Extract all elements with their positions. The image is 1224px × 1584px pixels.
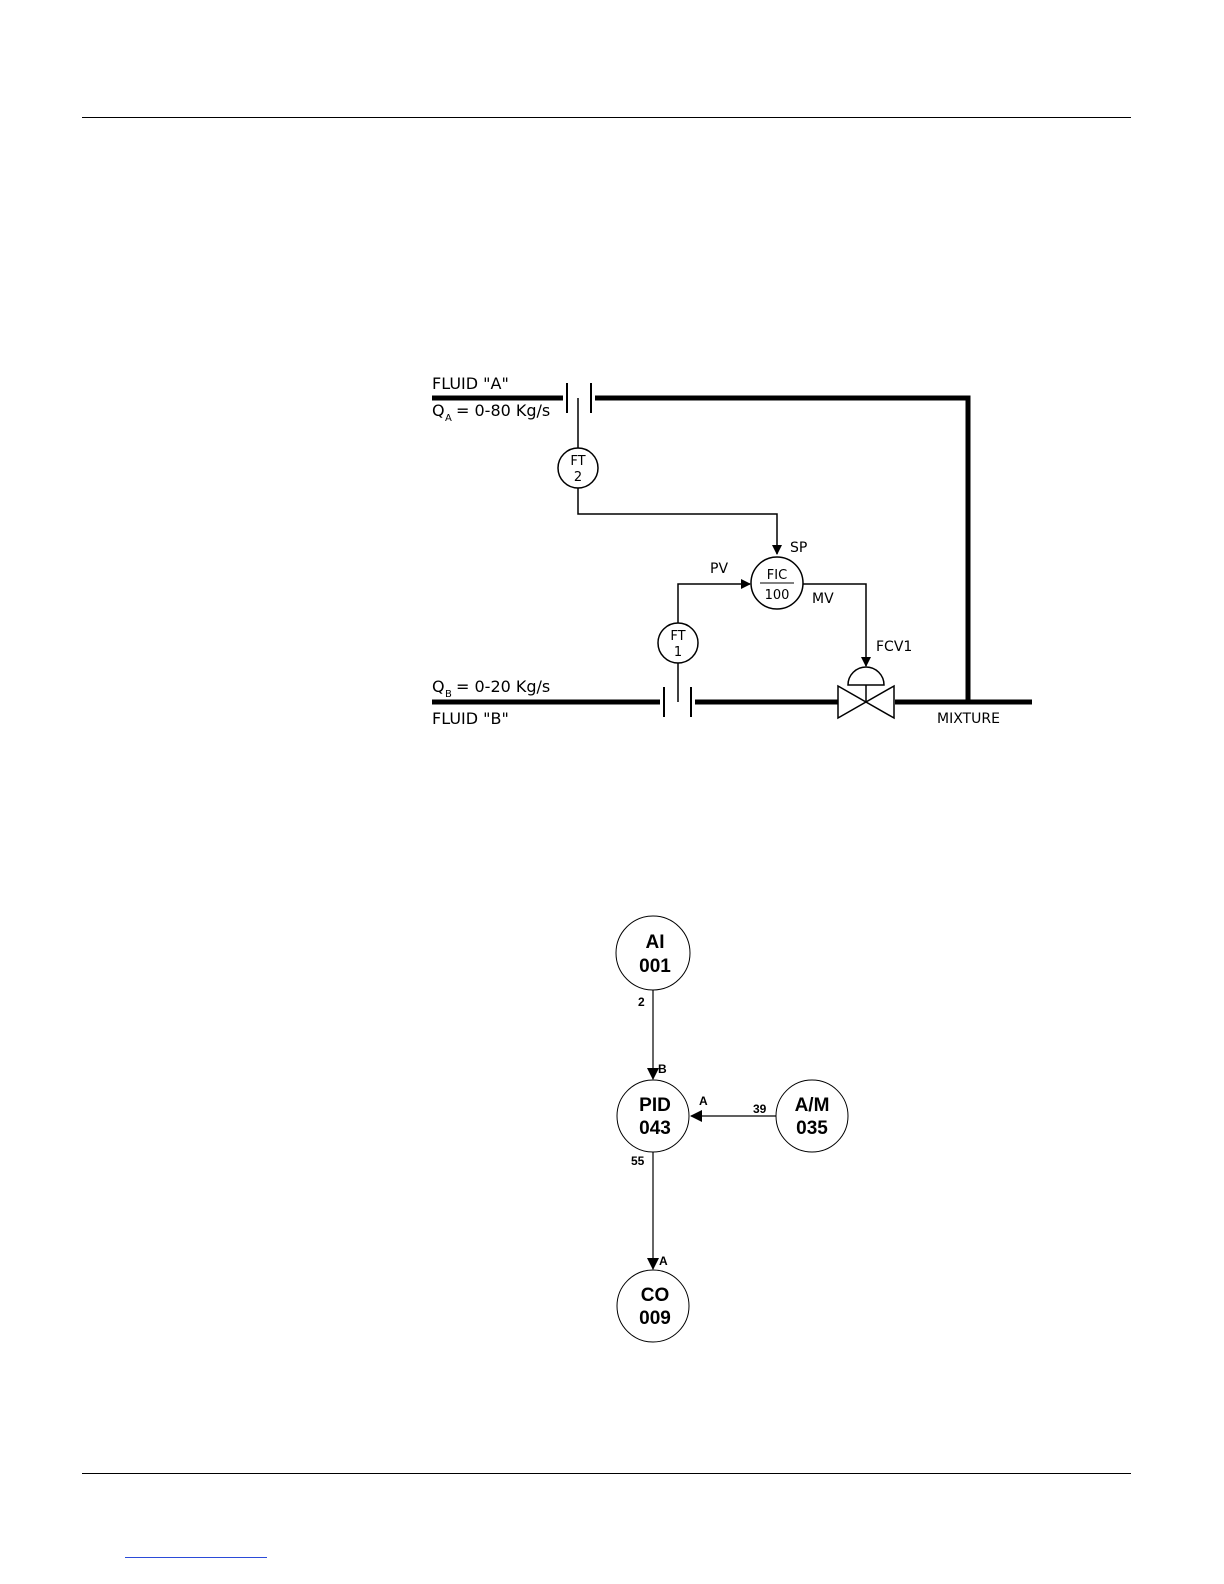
ft2-number: 2 [574,470,582,485]
ft1-tag: FT [670,629,685,644]
co-block [617,1270,689,1342]
fluid-a-pipe-right [595,398,968,704]
pid-block-number: 043 [639,1118,671,1139]
am-block [776,1080,848,1152]
pid-block [617,1080,689,1152]
ai-block [616,916,690,990]
co-block-name: CO [641,1285,670,1306]
sp-signal-line [578,488,777,554]
qa-subscript: A [445,413,452,424]
ft1-number: 1 [674,645,682,660]
qb-range: = 0-20 Kg/s [456,677,550,696]
am-block-number: 035 [796,1118,828,1139]
fluid-b-label: FLUID "B" [432,709,509,728]
ai-block-number: 001 [639,956,671,977]
fluid-a-label: FLUID "A" [432,374,509,393]
pid-output-pin-label: 55 [631,1154,645,1168]
pv-label: PV [710,561,728,577]
co-input-a-label: A [659,1254,668,1268]
fcv1-label: FCV1 [876,639,912,655]
qb-symbol: Q [432,677,445,696]
qa-range: = 0-80 Kg/s [456,401,550,420]
pid-input-a-label: A [699,1094,708,1108]
qb-subscript: B [445,689,452,700]
co-block-number: 009 [639,1308,671,1329]
mixture-label: MIXTURE [937,711,1000,727]
pid-diagram: FT 2 FIC 100 SP FT 1 PV MV FCV1 FLUID "A… [432,374,1032,728]
ft2-tag: FT [570,454,585,469]
sp-label: SP [790,540,807,556]
ai-block-name: AI [646,932,665,953]
pid-input-b-label: B [658,1062,667,1076]
mv-label: MV [812,591,834,607]
function-block-diagram: AI 001 PID 043 A/M 035 CO 009 2 B A 39 5… [616,916,848,1342]
pv-signal-line [678,584,750,623]
fcv1-actuator-icon [848,667,884,685]
am-output-pin-label: 39 [753,1102,767,1116]
ai-output-pin-label: 2 [638,995,645,1009]
pid-block-name: PID [639,1095,671,1116]
fic-number: 100 [765,588,790,603]
qa-symbol: Q [432,401,445,420]
am-block-name: A/M [795,1095,830,1116]
fic-tag: FIC [767,568,787,583]
